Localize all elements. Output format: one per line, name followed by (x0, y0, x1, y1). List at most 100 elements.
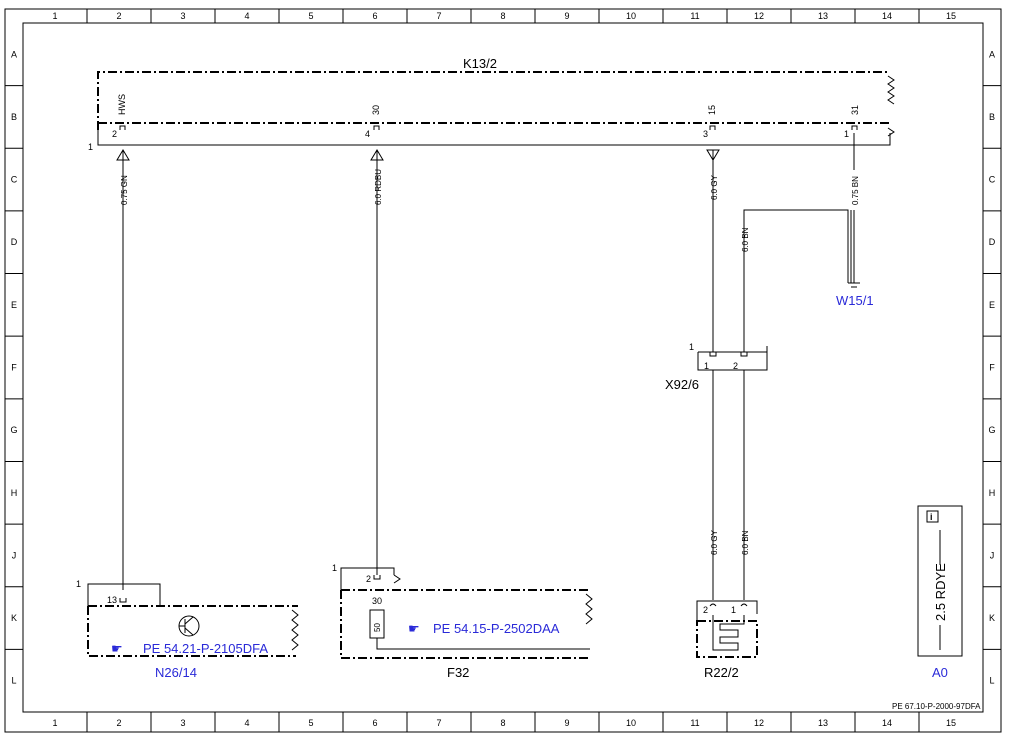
info-icon-glyph: i (930, 512, 933, 522)
info-icon (926, 510, 939, 523)
wire-line (743, 209, 852, 352)
x92-6-label: X92/6 (665, 377, 699, 392)
r22-2-connector-outline (696, 600, 758, 620)
grid-col-label: 4 (244, 718, 249, 728)
grid-row-label: F (989, 363, 995, 373)
hand-pointer-icon: ☛ (111, 641, 123, 656)
n26-14-ground-ref: 1 (76, 579, 81, 589)
grid-col-label: 12 (754, 718, 764, 728)
grid-col-label: 15 (946, 718, 956, 728)
legend-label: A0 (932, 665, 948, 680)
connector-pin-icon (709, 352, 748, 357)
break-mark (393, 574, 401, 584)
pin-number: 2 (366, 574, 371, 584)
f32-ref-link[interactable]: PE 54.15-P-2502DAA (433, 621, 560, 636)
grid-col-label: 8 (500, 11, 505, 21)
grid-col-label: 14 (882, 718, 892, 728)
connector-pin-icon (709, 603, 748, 607)
pin-number: 2 (112, 129, 117, 139)
r22-2-label: R22/2 (704, 665, 739, 680)
wire-31[interactable]: 0.75 BN (848, 133, 860, 288)
k13-2-pin-15[interactable]: 15 3 (703, 105, 720, 200)
grid-row-label: K (11, 613, 17, 623)
pin-name: HWS (117, 94, 127, 115)
heater-coil-icon (712, 615, 745, 651)
k13-2-ground-ref: 1 (88, 142, 93, 152)
x92-6-connector[interactable]: 1 1 2 X92/6 (665, 342, 768, 392)
wire-15[interactable]: 6.0 GY (710, 174, 719, 352)
n26-14-ref-link[interactable]: PE 54.21-P-2105DFA (143, 641, 268, 656)
grid-col-label: 10 (626, 11, 636, 21)
grid-col-label: 8 (500, 718, 505, 728)
wire-hws[interactable]: 0.75 GN (120, 175, 129, 590)
w15-1-label[interactable]: W15/1 (836, 293, 874, 308)
inner-frame (22, 22, 984, 713)
connector-arrow-up-icon (116, 149, 130, 200)
k13-2-break-mark-lower (887, 127, 895, 137)
r22-2-unit[interactable]: 2 1 R22/2 (696, 600, 758, 680)
wire-label: 6.0 RDBU (374, 169, 383, 205)
grid-row-label: G (10, 425, 17, 435)
grid-row-label: B (989, 112, 995, 122)
grid-row-label: F (11, 363, 17, 373)
pin-number: 2 (703, 605, 708, 615)
wire-r22-bn[interactable]: 6.0 BN (741, 370, 750, 600)
wire-label: 6.0 BN (741, 530, 750, 555)
grid-col-label: 9 (564, 11, 569, 21)
wire-r22-gy[interactable]: 6.0 GY (710, 370, 719, 600)
connector-arrow-up-icon (370, 149, 384, 200)
pin-number: 1 (731, 605, 736, 615)
n26-14-unit[interactable]: 1 13 ☛ PE 54.21-P-2105DFA N26/14 (76, 579, 299, 680)
connector-pin-icon (119, 598, 127, 603)
grid-col-label: 11 (690, 11, 699, 21)
f32-dash-outline (340, 589, 590, 659)
grid-row-label: C (11, 175, 18, 185)
n26-14-label[interactable]: N26/14 (155, 665, 197, 680)
f32-ground-ref: 1 (332, 563, 337, 573)
pin-number: 2 (733, 361, 738, 371)
wire-30[interactable]: 6.0 RDBU (374, 169, 383, 575)
wire-label: 6.0 GY (710, 174, 719, 200)
k13-2-pin-hws[interactable]: HWS 2 (112, 94, 130, 200)
grid-col-label: 6 (372, 718, 377, 728)
k13-2-break-mark (887, 75, 895, 105)
grid-col-label: 2 (116, 718, 121, 728)
pin-number: 3 (703, 129, 708, 139)
pin-name: 15 (707, 105, 717, 115)
k13-2-label: K13/2 (463, 56, 497, 71)
grid-row-label: A (11, 49, 17, 59)
grid-col-label: 3 (180, 11, 185, 21)
pin-name: 31 (850, 105, 860, 115)
grid-col-label: 13 (818, 718, 828, 728)
grid-col-label: 12 (754, 11, 764, 21)
grid-col-label: 15 (946, 11, 956, 21)
fuse-rating: 50 (373, 623, 382, 632)
grid-row-label: J (12, 550, 17, 560)
hand-pointer-icon: ☛ (408, 621, 420, 636)
wire-label: 0.75 GN (120, 175, 129, 205)
grid-col-label: 1 (52, 718, 57, 728)
legend-box: i 2.5 RDYE A0 (917, 505, 963, 680)
grid-col-label: 11 (690, 718, 699, 728)
k13-2-pin-31[interactable]: 31 1 (844, 105, 860, 139)
grid-row-label: L (989, 676, 994, 686)
pin-name: 30 (371, 105, 381, 115)
grid-col-label: 7 (436, 11, 441, 21)
f32-unit[interactable]: 1 2 30 50 ☛ PE 54.15-P-2502DAA F32 (332, 563, 593, 680)
grid-row-label: E (989, 300, 995, 310)
connector-pin-icon (709, 125, 716, 130)
n26-14-dash-outline (87, 605, 298, 657)
transistor-icon (178, 615, 200, 637)
grid-row-label: B (11, 112, 17, 122)
grid-row-label: H (11, 488, 18, 498)
pin-number: 1 (844, 129, 849, 139)
grid-col-label: 3 (180, 718, 185, 728)
k13-2-unit[interactable]: K13/2 1 HWS 2 30 4 15 3 31 1 (88, 56, 895, 200)
grid-row-label: D (11, 237, 18, 247)
k13-2-pin-30[interactable]: 30 4 (365, 105, 384, 200)
wire-x92-bn[interactable]: 6.0 BN (741, 209, 852, 352)
grid-col-label: 9 (564, 718, 569, 728)
grid-row-label: C (989, 175, 996, 185)
wire-label: 6.0 BN (741, 227, 750, 252)
grid-row-label: D (989, 237, 996, 247)
